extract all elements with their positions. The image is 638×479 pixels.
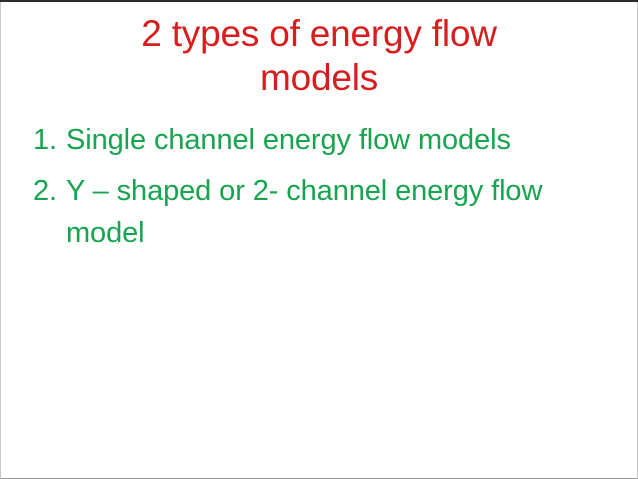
top-divider-rule bbox=[0, 0, 638, 2]
list-item: 1. Single channel energy flow models bbox=[33, 119, 608, 161]
energy-flow-model-list: 1. Single channel energy flow models 2. … bbox=[33, 119, 608, 263]
list-item-marker-2: 2. bbox=[33, 175, 57, 207]
list-item-marker-1: 1. bbox=[33, 124, 57, 156]
slide-title: 2 types of energy flow models bbox=[141, 13, 497, 98]
list-item: 2. Y – shaped or 2- channel energy flow … bbox=[33, 170, 608, 254]
list-item-text-1: Single channel energy flow models bbox=[66, 124, 511, 156]
list-item-text-2: Y – shaped or 2- channel energy flow mod… bbox=[66, 175, 543, 249]
